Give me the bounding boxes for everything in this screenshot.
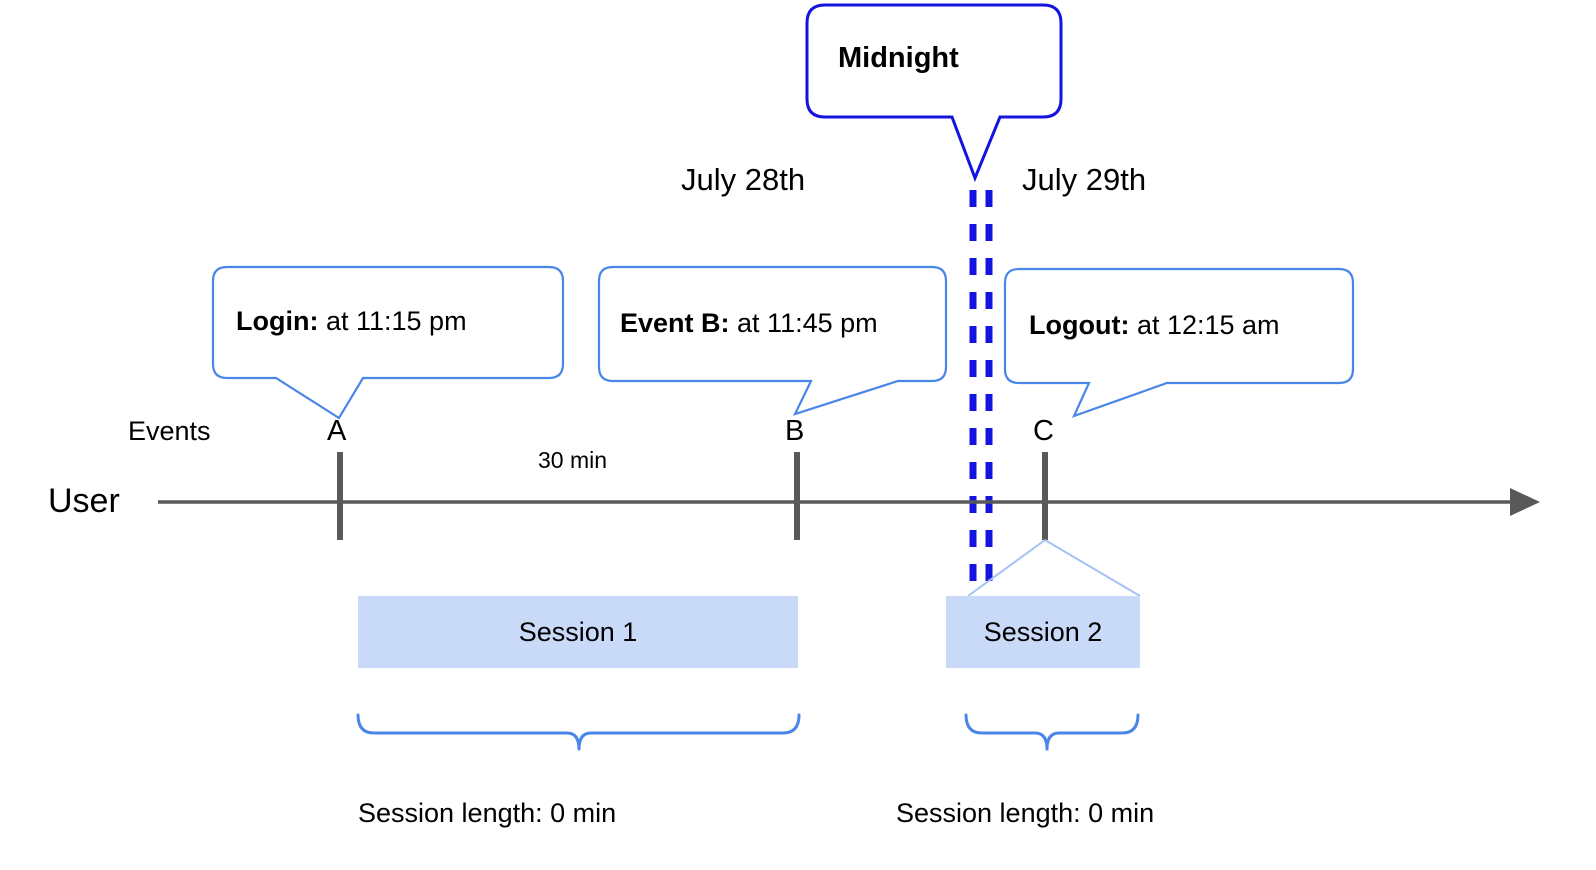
events-row-label: Events	[128, 416, 211, 446]
session-bar-label-2: Session 2	[983, 617, 1103, 647]
duration-label-30-min: 30 min	[538, 447, 608, 473]
callout-logout-name: Logout:	[1029, 310, 1130, 340]
date-label-july-29: July 29th	[1022, 162, 1147, 197]
callout-shape-logout	[1003, 267, 1355, 418]
session-2-leader-left	[967, 539, 1046, 597]
timeline-arrow-head	[1510, 488, 1540, 516]
callout-login-name: Login:	[236, 306, 319, 336]
callout-event-b-detail: at 11:45 pm	[729, 308, 878, 338]
callout-label-logout: Logout: at 12:15 am	[1029, 312, 1280, 339]
session-bar-1	[358, 596, 798, 668]
callout-shape-login	[211, 265, 565, 420]
midnight-callout-label: Midnight	[838, 42, 959, 74]
session-length-label-1: Session length: 0 min	[358, 798, 617, 828]
session-1-brace	[356, 713, 801, 751]
callout-label-event-b: Event B: at 11:45 pm	[620, 310, 878, 337]
callout-event-b-name: Event B:	[620, 308, 730, 338]
session-2-leader-right	[1044, 539, 1141, 597]
callout-shape-event-b	[597, 265, 948, 416]
callout-login-detail: at 11:15 pm	[318, 306, 467, 336]
session-2-brace	[964, 713, 1140, 751]
session-bar-label-1: Session 1	[518, 617, 638, 647]
callout-label-login: Login: at 11:15 pm	[236, 308, 467, 335]
session-length-label-2: Session length: 0 min	[896, 798, 1155, 828]
event-marker-label-b: B	[785, 415, 805, 447]
callout-logout-detail: at 12:15 am	[1129, 310, 1280, 340]
date-label-july-28: July 28th	[681, 162, 806, 197]
midnight-callout-shape	[805, 3, 1063, 183]
user-row-label: User	[48, 482, 120, 520]
event-marker-label-a: A	[327, 415, 347, 447]
session-bar-2	[946, 596, 1140, 668]
event-marker-label-c: C	[1033, 415, 1054, 447]
